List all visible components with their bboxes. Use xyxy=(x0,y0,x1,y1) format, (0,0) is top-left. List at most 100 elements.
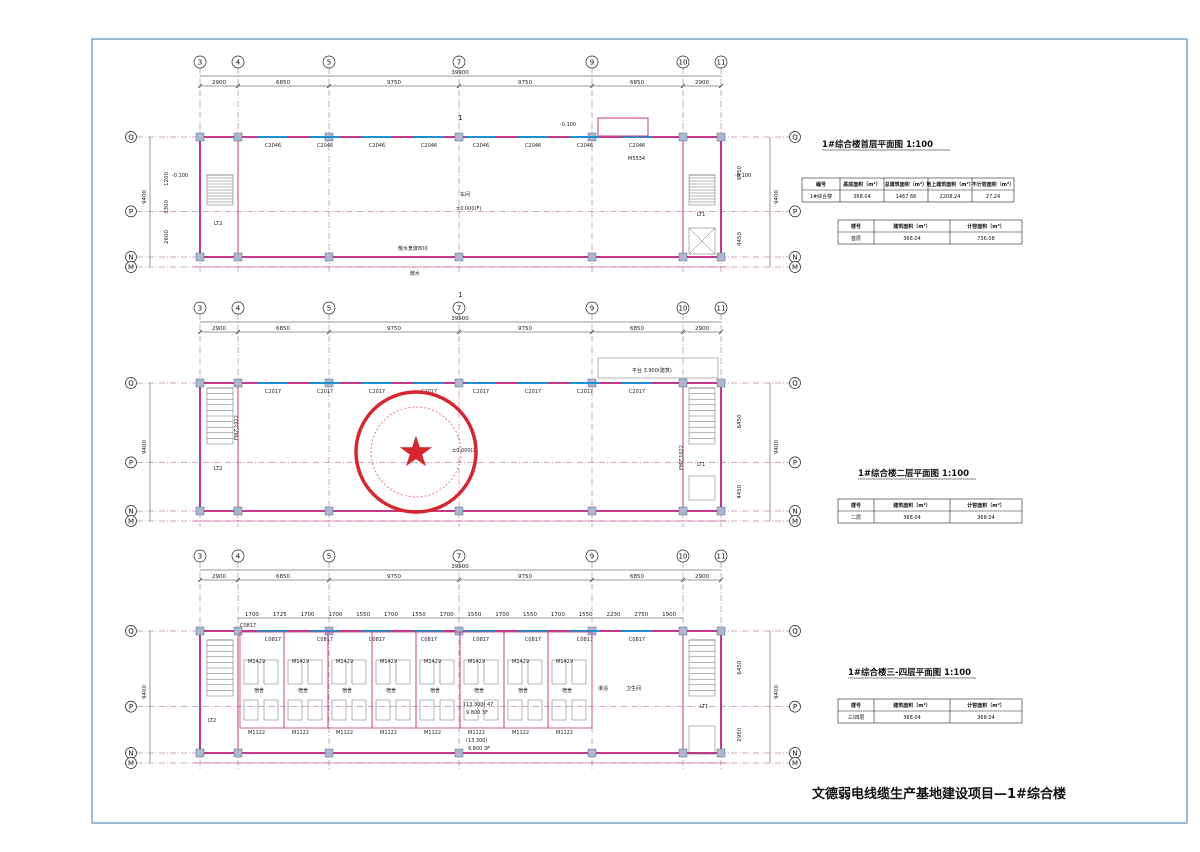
table-header: 建筑面积（m²） xyxy=(892,502,930,509)
room-label: 卫生间 xyxy=(626,685,641,692)
table-header: 总建筑面积（m²） xyxy=(885,181,927,188)
table-header: 楼号 xyxy=(851,702,861,709)
room-dimension: 1550 xyxy=(467,612,481,618)
axis-bubble xyxy=(125,205,137,218)
axis-bubble xyxy=(125,515,137,527)
window-label: C2046 xyxy=(369,143,385,149)
dim-tick xyxy=(589,577,595,583)
door-label: M1122 xyxy=(512,730,529,736)
door-label: M1122 xyxy=(556,730,573,736)
window-label: C2046 xyxy=(577,143,593,149)
room-label: LT1 xyxy=(697,462,705,468)
structural-column xyxy=(716,626,726,636)
structural-column xyxy=(195,252,205,262)
apron-label: 散水 xyxy=(410,270,420,277)
axis-bubble xyxy=(193,55,207,69)
total-dimension: 39900 xyxy=(451,70,469,76)
span-dimension: 6850 xyxy=(276,574,290,580)
axis-label: Q xyxy=(792,380,798,388)
room-dimension: 1550 xyxy=(412,612,426,618)
span-dimension: 6850 xyxy=(276,80,290,86)
room-dimension: 1550 xyxy=(579,612,593,618)
span-dimension: 2900 xyxy=(695,326,709,332)
door-label: M1122 xyxy=(424,730,441,736)
room-dimension: 1700 xyxy=(245,612,259,618)
window-label: C2017 xyxy=(265,389,281,395)
third-plan-title: 1#综合楼三-四层平面图 1:100 xyxy=(848,667,971,678)
axis-bubble xyxy=(789,205,801,218)
axis-label: Q xyxy=(792,134,798,142)
elevator-shaft xyxy=(688,725,716,755)
dim-tick xyxy=(680,577,686,583)
right-overall-dim: 9400 xyxy=(774,190,780,204)
span-dimension: 9750 xyxy=(518,574,532,580)
room-dimension: 1700 xyxy=(440,612,454,618)
left-overall-dim: 9400 xyxy=(142,190,148,204)
level-label: (13.300) 47 xyxy=(464,702,493,708)
bed-icon xyxy=(307,699,323,721)
stair-outline xyxy=(206,639,234,697)
structural-column xyxy=(324,506,334,516)
axis-label: P xyxy=(793,208,797,216)
structural-column xyxy=(454,506,464,516)
axis-bubble xyxy=(789,456,801,469)
total-dimension: 39900 xyxy=(451,316,469,322)
platform-outline xyxy=(597,357,719,379)
axis-bubble xyxy=(585,55,599,69)
second-plan-title: 1#综合楼二层平面图 1:100 xyxy=(858,468,969,479)
window-label: C0817 xyxy=(525,637,541,643)
bed-icon xyxy=(419,699,435,721)
structural-column xyxy=(454,252,464,262)
axis-bubble xyxy=(676,549,690,563)
table-cell: 368.04 xyxy=(977,715,995,721)
table-cell: 二层 xyxy=(851,515,861,521)
left-stair-core xyxy=(199,382,239,512)
window-label: C2046 xyxy=(525,143,541,149)
dorm-room xyxy=(283,631,329,729)
note-label: 散水宽度800 xyxy=(398,245,428,252)
window-label: C2017 xyxy=(369,389,385,395)
right-stair-core xyxy=(682,630,722,754)
axis-bubble xyxy=(789,757,801,769)
dim-tick xyxy=(589,329,595,335)
axis-label: 5 xyxy=(327,59,331,67)
span-dimension: 2900 xyxy=(695,574,709,580)
window-label: C2017 xyxy=(577,389,593,395)
axis-label: 10 xyxy=(679,305,688,313)
dim-tick xyxy=(235,83,241,89)
span-dimension: 2900 xyxy=(212,80,226,86)
room-dimension: 1700 xyxy=(495,612,509,618)
door-label: M1122 xyxy=(380,730,397,736)
window-label: C2017 xyxy=(317,389,333,395)
structural-column xyxy=(716,506,726,516)
structural-column xyxy=(716,132,726,142)
structural-column xyxy=(233,378,243,388)
axis-label: Q xyxy=(128,380,134,388)
dim-tick xyxy=(456,329,462,335)
level-label: ±0.000(F) xyxy=(456,206,481,212)
bed-icon xyxy=(243,659,259,685)
room-label: 宿舍 xyxy=(254,687,264,694)
room-label: LT2 xyxy=(214,466,222,472)
structural-column xyxy=(324,748,334,758)
dorm-room xyxy=(371,631,417,729)
sheet-border xyxy=(91,38,1188,824)
dim-tick xyxy=(680,329,686,335)
door-label: M1122 xyxy=(468,730,485,736)
axis-bubble xyxy=(452,55,466,69)
axis-bubble xyxy=(676,301,690,315)
section-mark: 1 xyxy=(458,291,462,299)
structural-column xyxy=(195,626,205,636)
table-header: 编号 xyxy=(816,181,826,188)
structural-column xyxy=(195,132,205,142)
table-header: 计容面积（m²） xyxy=(967,502,1004,509)
dim-tick xyxy=(456,83,462,89)
axis-label: 7 xyxy=(457,553,461,561)
door-label: M5534 xyxy=(628,156,645,162)
axis-bubble xyxy=(322,549,336,563)
axis-label: P xyxy=(129,208,133,216)
bed-icon xyxy=(463,699,479,721)
bed-icon xyxy=(571,699,587,721)
structural-column xyxy=(678,626,688,636)
axis-label: N xyxy=(128,750,133,758)
